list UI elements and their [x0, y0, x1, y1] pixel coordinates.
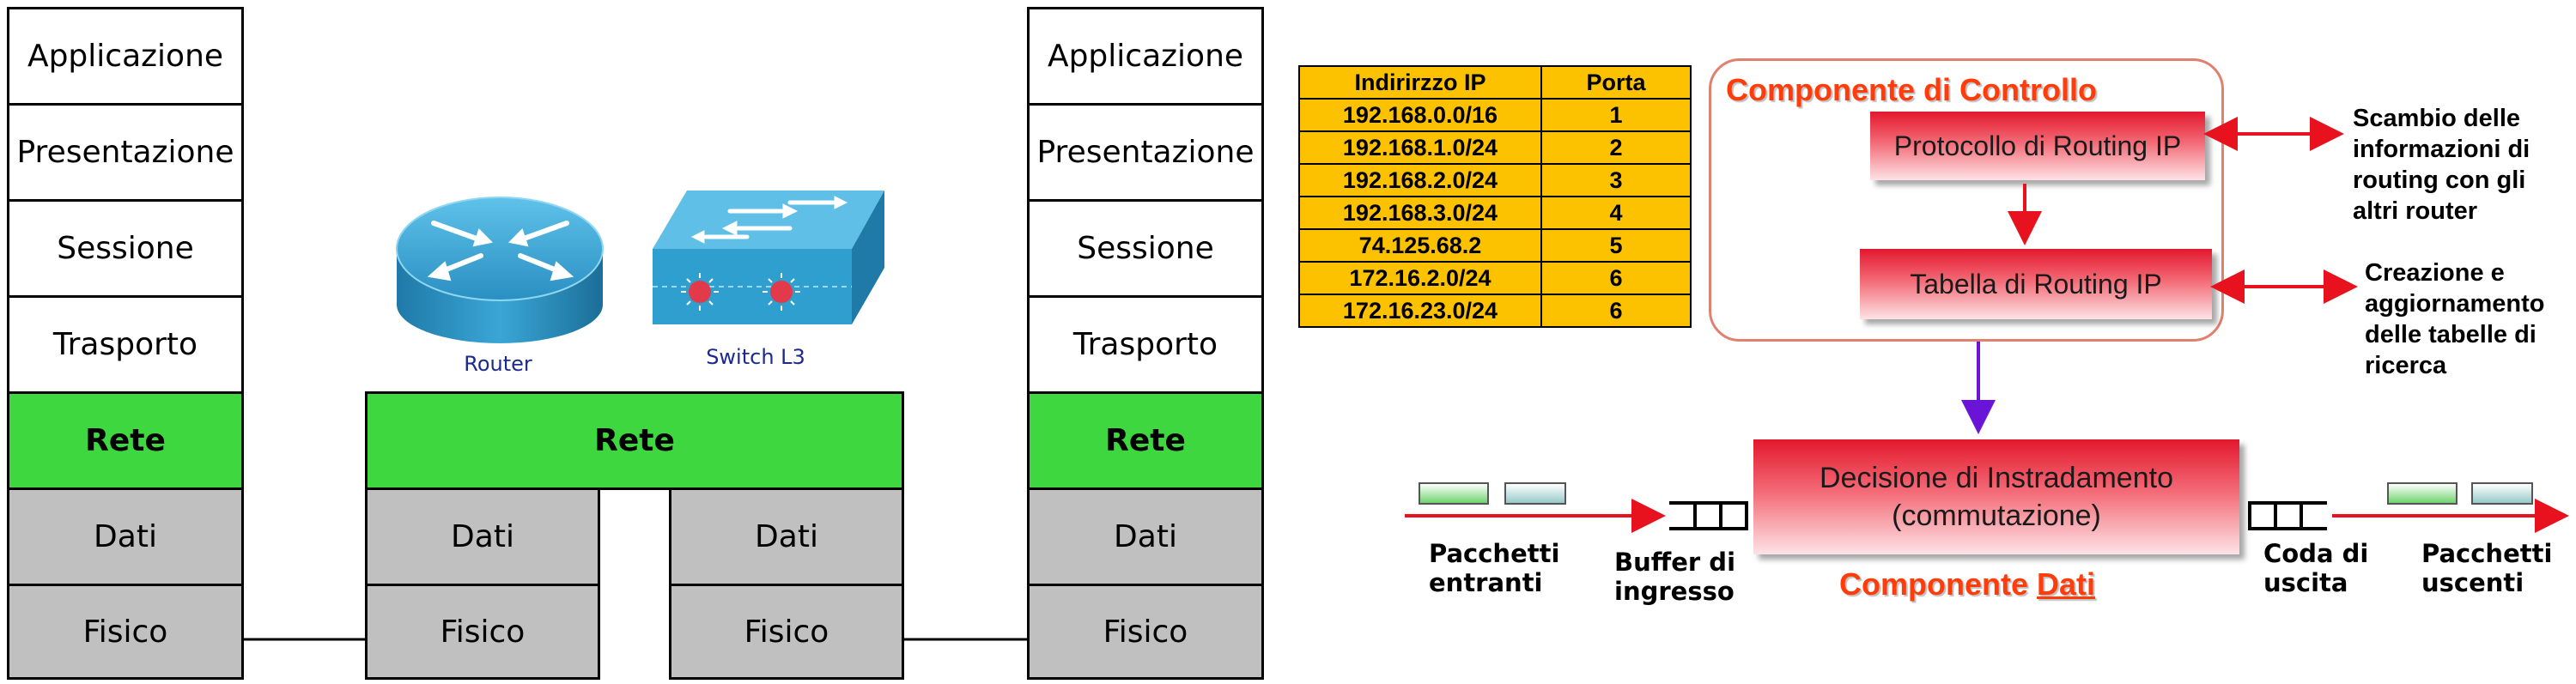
right-layer-physical: Fisico: [1027, 584, 1264, 680]
router-label: Router: [464, 352, 532, 376]
router-layer-physical-out: Fisico: [669, 584, 904, 680]
routing-protocol-box: Protocollo di Routing IP: [1870, 112, 2205, 180]
input-buffer-icon: [1669, 501, 1748, 530]
ip-cell: 172.16.2.0/24: [1298, 261, 1542, 295]
outgoing-packets-label: Pacchetti uscenti: [2421, 539, 2553, 597]
incoming-packets-label: Pacchetti entranti: [1429, 539, 1560, 597]
ip-cell: 192.168.2.0/24: [1298, 163, 1542, 197]
outgoing-packet-1: [2387, 482, 2458, 505]
router-icon: [396, 197, 604, 343]
exchange-routing-info-note: Scambio delle informazioni di routing co…: [2353, 105, 2530, 225]
ip-cell: 192.168.1.0/24: [1298, 130, 1542, 165]
right-layer-data-link: Dati: [1027, 487, 1264, 586]
output-queue-icon: [2248, 501, 2327, 530]
right-layer-transport: Trasporto: [1027, 295, 1264, 394]
left-layer-network: Rete: [7, 391, 244, 490]
ip-cell: 172.16.23.0/24: [1298, 294, 1542, 328]
data-plane-title-word: Dati: [2037, 566, 2096, 602]
ip-cell: 192.168.3.0/24: [1298, 196, 1542, 230]
ip-cell: 192.168.0.0/16: [1298, 98, 1542, 132]
right-layer-network: Rete: [1027, 391, 1264, 490]
switch-port-light-1: [681, 273, 719, 311]
column-header-port: Porta: [1540, 65, 1692, 100]
data-plane-title: Componente Dati: [1839, 566, 2095, 602]
forwarding-decision-box: Decisione di Instradamento (commutazione…: [1753, 439, 2239, 554]
input-buffer-label: Buffer di ingresso: [1614, 548, 1736, 606]
forwarding-decision-line1: Decisione di Instradamento: [1819, 462, 2173, 494]
right-layer-presentation: Presentazione: [1027, 103, 1264, 202]
ip-cell: 74.125.68.2: [1298, 228, 1542, 263]
right-layer-session: Sessione: [1027, 199, 1264, 298]
switch-l3-icon: [653, 191, 884, 324]
outgoing-packet-2: [2471, 482, 2533, 505]
control-plane-title: Componente di Controllo: [1726, 72, 2097, 107]
switch-port-light-2: [762, 273, 800, 311]
left-layer-physical: Fisico: [7, 584, 244, 680]
table-creation-note: Creazione e aggiornamento delle tabelle …: [2365, 259, 2545, 379]
output-queue-label: Coda di uscita: [2263, 539, 2369, 597]
incoming-packet-2: [1504, 482, 1566, 505]
left-layer-session: Sessione: [7, 199, 244, 298]
left-layer-transport: Trasporto: [7, 295, 244, 394]
port-cell: 6: [1540, 294, 1692, 328]
forwarding-decision-line2: (commutazione): [1892, 499, 2101, 532]
routing-table-box: Tabella di Routing IP: [1860, 249, 2212, 319]
port-cell: 5: [1540, 228, 1692, 263]
left-layer-data-link: Dati: [7, 487, 244, 586]
router-layer-physical-in: Fisico: [365, 584, 600, 680]
port-cell: 6: [1540, 261, 1692, 295]
port-cell: 3: [1540, 163, 1692, 197]
switch-l3-label: Switch L3: [706, 345, 805, 369]
port-cell: 4: [1540, 196, 1692, 230]
router-layer-network: Rete: [365, 391, 904, 490]
port-cell: 1: [1540, 98, 1692, 132]
incoming-packet-1: [1419, 482, 1489, 505]
port-cell: 2: [1540, 130, 1692, 165]
left-layer-application: Applicazione: [7, 7, 244, 106]
router-layer-data-link-in: Dati: [365, 487, 600, 586]
column-header-ip-address: Indirirzzo IP: [1298, 65, 1542, 100]
data-plane-title-prefix: Componente: [1839, 566, 2037, 602]
routing-table-header-row: Indirirzzo IP Porta: [1298, 65, 1692, 100]
